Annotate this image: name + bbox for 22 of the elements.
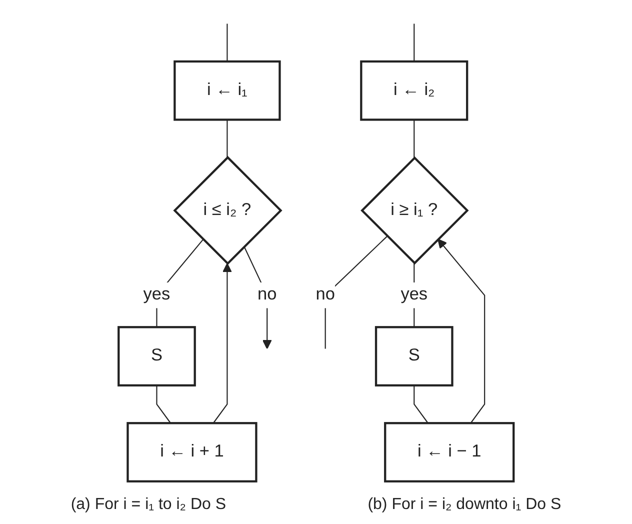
connector <box>413 24 415 62</box>
edge-label: no <box>316 286 335 304</box>
edge-label: yes <box>400 286 428 304</box>
node-box: i ← i₁ <box>173 60 281 121</box>
edge-label: no <box>257 286 277 304</box>
node-diamond: i ≤ i₂ ? <box>173 156 282 266</box>
caption-text: (a) For i = i₁ to i₂ Do S <box>70 496 226 514</box>
edge-label: yes <box>143 286 170 304</box>
node-box: i ← i + 1 <box>126 422 258 482</box>
connector <box>156 385 171 424</box>
arrow <box>437 238 486 424</box>
arrow <box>212 263 232 424</box>
connector <box>413 385 428 424</box>
node-box: i ← i − 1 <box>384 422 515 482</box>
caption-text: (b) For i = i₂ downto i₁ Do S <box>368 496 562 514</box>
node-box: S <box>374 326 454 386</box>
node-box: S <box>117 326 196 386</box>
connector <box>226 24 228 62</box>
connector <box>413 120 415 158</box>
connector <box>226 120 228 158</box>
node-box: i ← i₂ <box>360 60 468 121</box>
node-diamond: i ≥ i₁ ? <box>360 156 469 265</box>
